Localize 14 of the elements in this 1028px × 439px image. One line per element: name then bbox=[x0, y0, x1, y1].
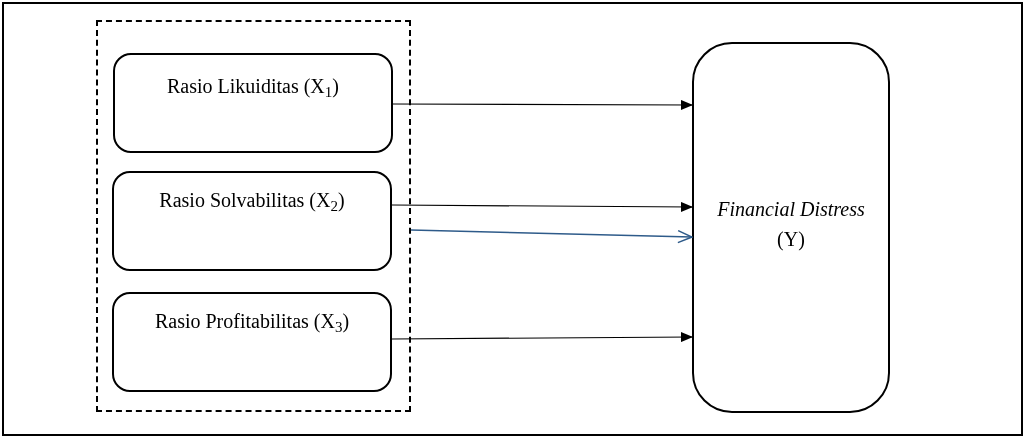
arrow bbox=[392, 99, 693, 110]
node-label: Rasio Profitabilitas (X$_{3}$) bbox=[153, 309, 351, 336]
dashed-group-box bbox=[96, 20, 411, 412]
arrow bbox=[410, 229, 693, 244]
arrow bbox=[391, 201, 693, 212]
node-label: Rasio Solvabilitas (X$_{2}$) bbox=[158, 188, 346, 215]
variable-box bbox=[112, 292, 392, 392]
node-label: Financial Distress bbox=[717, 197, 865, 222]
node-label: (Y) bbox=[777, 227, 805, 253]
variable-box bbox=[113, 53, 393, 153]
dependent-variable-box bbox=[692, 42, 890, 413]
node-label: Rasio Likuiditas (X$_{1}$) bbox=[166, 74, 340, 101]
arrow bbox=[391, 332, 693, 343]
variable-box bbox=[112, 171, 392, 271]
